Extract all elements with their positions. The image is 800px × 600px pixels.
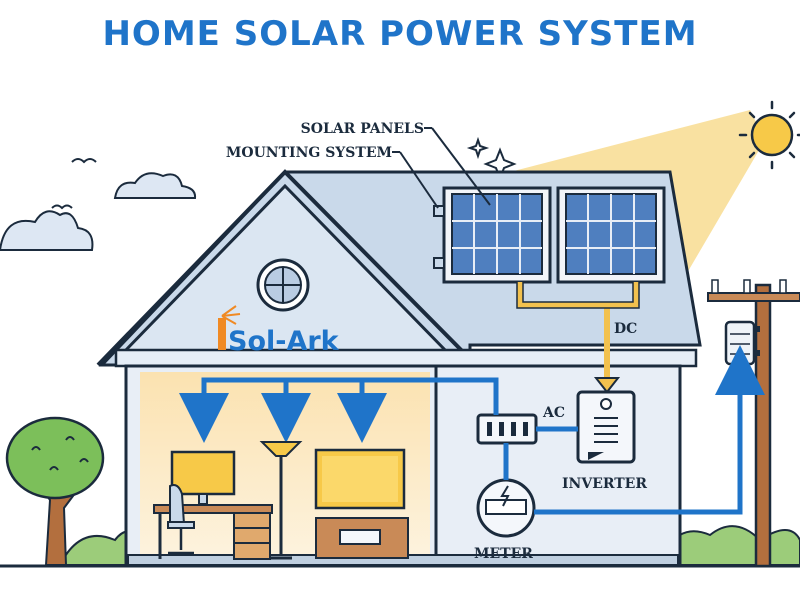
meter-unit: [476, 478, 536, 538]
label-dc: DC: [614, 321, 637, 337]
inverter-unit: [576, 390, 636, 464]
label-solar-panels: SOLAR PANELS: [301, 121, 424, 137]
house-wall-right: [434, 364, 682, 568]
cloud-left-icon: [0, 210, 94, 251]
solar-panel-right: [556, 186, 666, 284]
birds-icon: [51, 158, 97, 210]
grid-wire: [534, 345, 765, 515]
mounting-brackets: [433, 205, 445, 269]
sol-ark-logo: Sol-Ark: [218, 305, 340, 357]
label-mounting-system: MOUNTING SYSTEM: [226, 145, 392, 161]
breaker-panel: [476, 413, 538, 445]
television: [314, 448, 409, 559]
floor-lamp: [259, 441, 303, 560]
desk-with-monitor: [153, 450, 273, 560]
attic-window: [256, 258, 310, 312]
sun-icon: [738, 100, 800, 170]
dc-wire: [517, 282, 639, 380]
diagram-title: HOME SOLAR POWER SYSTEM: [102, 14, 698, 54]
cloud-right-icon: [113, 172, 197, 199]
label-meter: METER: [474, 546, 533, 562]
solar-panel-left: [442, 186, 552, 284]
utility-pole: [707, 279, 800, 568]
tree-icon: [5, 416, 105, 566]
label-ac: AC: [542, 405, 565, 421]
power-flow-arrows: [179, 377, 499, 443]
logo-text: Sol-Ark: [228, 326, 340, 357]
sunlight-beam: [440, 110, 765, 285]
office-chair: [167, 484, 195, 555]
label-inverter: INVERTER: [562, 476, 647, 492]
